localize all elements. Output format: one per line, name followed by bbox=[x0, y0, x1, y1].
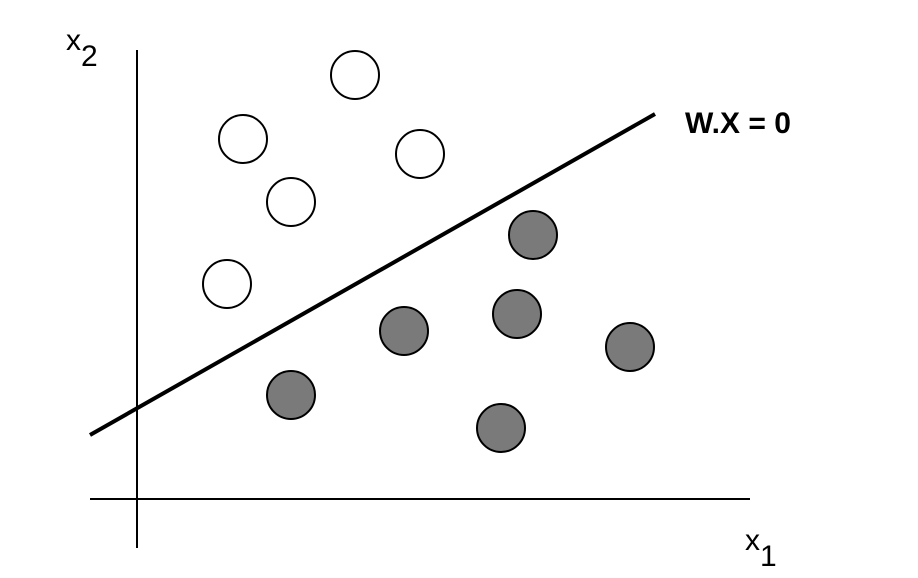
positive-point bbox=[508, 210, 558, 260]
x-axis-label-base: x bbox=[745, 524, 760, 557]
negative-point bbox=[202, 259, 252, 309]
decision-boundary-line bbox=[89, 112, 656, 437]
positive-point bbox=[492, 289, 542, 339]
positive-point bbox=[266, 370, 316, 420]
y-axis-label: x2 bbox=[66, 24, 98, 73]
positive-class-points bbox=[266, 210, 655, 453]
boundary-label: W.X = 0 bbox=[685, 107, 791, 140]
negative-point bbox=[395, 129, 445, 179]
negative-point bbox=[218, 114, 268, 164]
negative-point bbox=[266, 177, 316, 227]
x-axis-label: x1 bbox=[745, 524, 777, 573]
x-axis-label-subscript: 1 bbox=[760, 540, 777, 573]
negative-point bbox=[330, 50, 380, 100]
positive-point bbox=[476, 403, 526, 453]
y-axis-label-subscript: 2 bbox=[81, 40, 98, 73]
positive-point bbox=[379, 306, 429, 356]
positive-point bbox=[605, 322, 655, 372]
y-axis-label-base: x bbox=[66, 24, 81, 57]
negative-class-points bbox=[202, 50, 445, 309]
